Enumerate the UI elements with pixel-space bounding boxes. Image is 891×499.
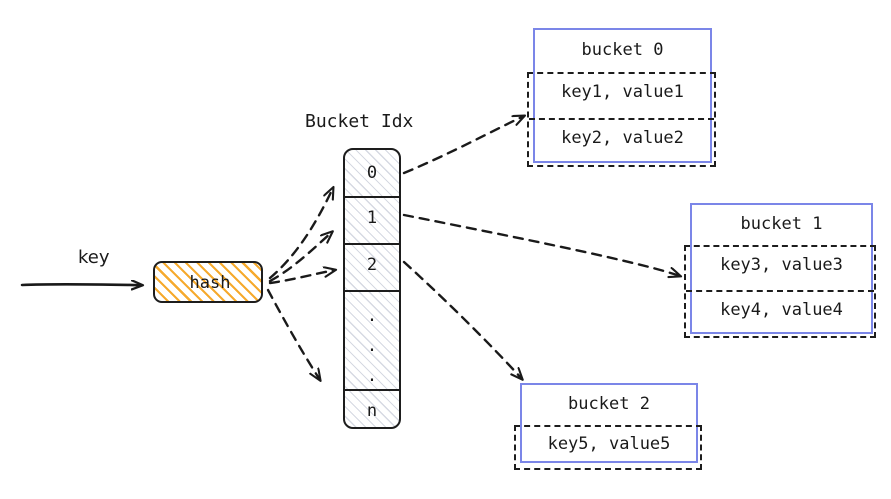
- index-divider-2-dots: [345, 290, 399, 292]
- bucket-1-entry-1[interactable]: key4, value4: [720, 300, 843, 320]
- bucket-0-box[interactable]: bucket 0 key1, value1 key2, value2: [533, 28, 712, 163]
- index-cell-1[interactable]: 1: [366, 208, 378, 228]
- arrow-hash-to-index-2: [268, 270, 335, 285]
- arrow-index-0-to-bucket-0: [402, 116, 524, 175]
- index-cell-2[interactable]: 2: [366, 255, 378, 275]
- bucket-1-entries-outline: [684, 245, 876, 338]
- index-cell-dot-2: .: [366, 336, 378, 356]
- index-cell-n[interactable]: n: [366, 401, 378, 421]
- bucket-0-title: bucket 0: [581, 40, 664, 60]
- bucket-1-title: bucket 1: [740, 214, 823, 234]
- key-label: key: [78, 247, 110, 268]
- index-cell-0[interactable]: 0: [366, 163, 378, 183]
- bucket-1-entry-divider: [686, 290, 874, 292]
- bucket-0-entries-outline: [527, 72, 716, 167]
- arrow-hash-to-index-0: [268, 188, 333, 280]
- bucket-0-entry-divider: [529, 118, 714, 120]
- bucket-2-title: bucket 2: [568, 394, 650, 414]
- index-divider-dots-n: [345, 389, 399, 391]
- arrow-key-to-hash: [20, 284, 142, 285]
- bucket-0-entry-1[interactable]: key2, value2: [561, 128, 684, 148]
- index-cell-dot-3: .: [366, 366, 378, 386]
- index-divider-0-1: [345, 196, 399, 198]
- hash-node[interactable]: hash: [153, 261, 263, 303]
- index-cell-dot-1: .: [366, 306, 378, 326]
- bucket-index-title: Bucket Idx: [305, 111, 414, 132]
- bucket-2-entries-outline: [514, 425, 702, 470]
- bucket-1-entry-0[interactable]: key3, value3: [720, 255, 843, 275]
- bucket-2-box[interactable]: bucket 2 key5, value5: [520, 383, 698, 463]
- arrow-index-1-to-bucket-1: [402, 213, 680, 276]
- index-divider-1-2: [345, 243, 399, 245]
- arrow-hash-to-index-n: [266, 288, 320, 380]
- bucket-index-column[interactable]: 0 1 2 . . . n: [343, 148, 401, 429]
- hash-node-label: hash: [189, 273, 231, 293]
- arrow-index-2-to-bucket-2: [402, 260, 522, 379]
- bucket-0-entry-0[interactable]: key1, value1: [561, 82, 684, 102]
- arrow-hash-to-index-1: [268, 232, 332, 283]
- bucket-1-box[interactable]: bucket 1 key3, value3 key4, value4: [690, 203, 873, 334]
- bucket-2-entry-0[interactable]: key5, value5: [547, 434, 671, 454]
